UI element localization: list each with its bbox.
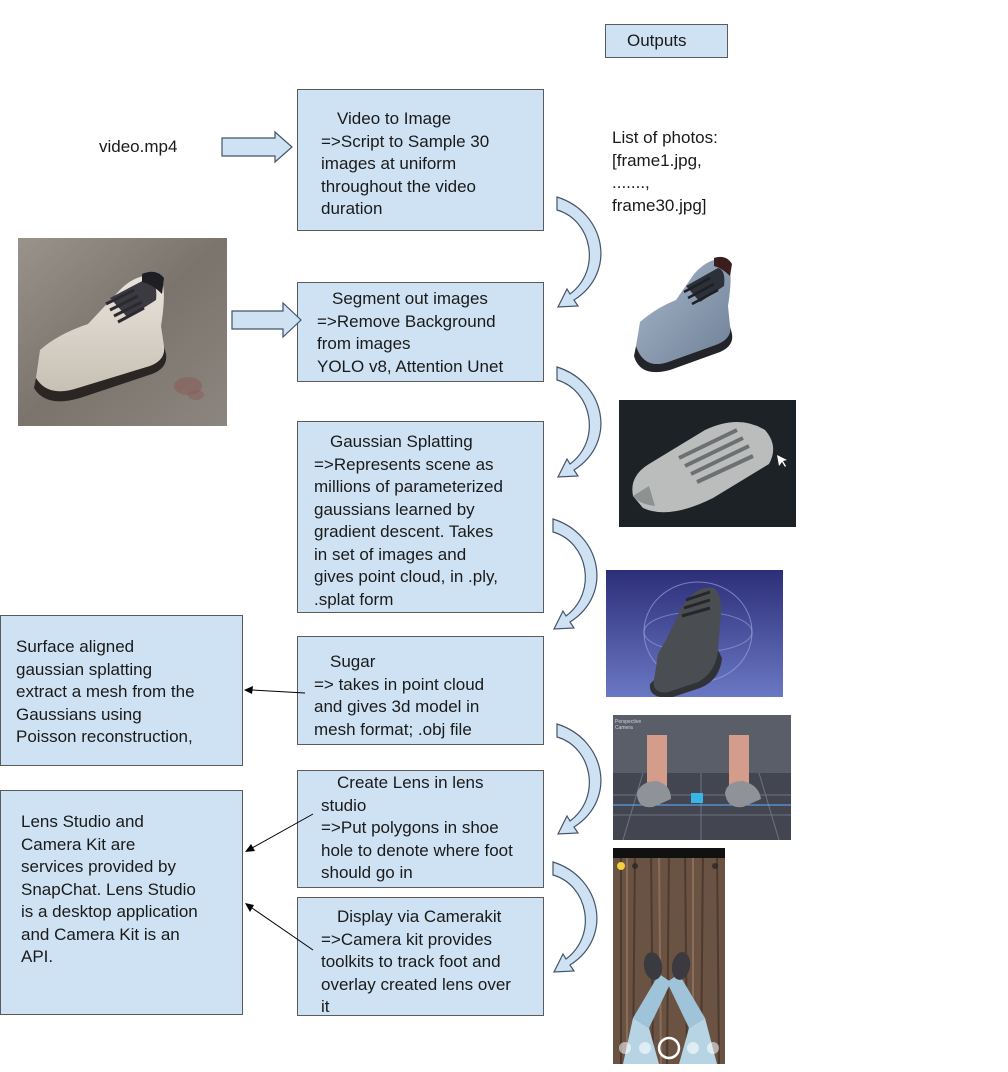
curved-arrow-down <box>556 196 602 308</box>
step-line: =>Remove Background <box>317 311 496 331</box>
lens-studio-ui-text: Camera <box>615 725 633 731</box>
outputs-header: Outputs <box>605 24 728 58</box>
step-line: and gives 3d model in <box>314 697 480 716</box>
step-line: YOLO v8, Attention Unet <box>317 356 504 376</box>
step-line: =>Script to Sample 30 <box>321 131 490 151</box>
step-title: Video to Image <box>337 109 452 128</box>
frames-output-line: frame30.jpg] <box>612 195 707 215</box>
curved-arrow-down <box>552 861 598 973</box>
note-line: Surface aligned <box>16 637 135 656</box>
note-surface-aligned: Surface aligned gaussian splatting extra… <box>0 615 243 766</box>
pointer-line <box>251 689 306 694</box>
step-video-to-image: Video to Image =>Script to Sample 30 ima… <box>297 89 544 231</box>
camerakit-logo-icon <box>617 862 625 870</box>
step-segment-images: Segment out images =>Remove Background f… <box>297 282 544 382</box>
input-video-label: video.mp4 <box>99 137 178 156</box>
frames-output-line: ......., <box>612 173 650 192</box>
point-cloud-viewer <box>606 570 783 697</box>
step-line: gradient descent. Takes <box>314 522 494 541</box>
search-icon <box>632 863 638 869</box>
step-gaussian-splatting: Gaussian Splatting =>Represents scene as… <box>297 421 544 613</box>
step-line: mesh format; .obj file <box>314 719 472 739</box>
curved-arrow-down <box>556 723 602 835</box>
frames-output-line: [frame1.jpg, <box>612 150 702 170</box>
pointer-line <box>251 813 314 849</box>
step-sugar: Sugar => takes in point cloud and gives … <box>297 636 544 745</box>
step-line: millions of parameterized <box>314 477 503 496</box>
step-line: gives point cloud, in .ply, <box>314 567 498 586</box>
step-line: throughout the video <box>321 176 477 196</box>
step-title: Segment out images <box>332 289 488 308</box>
capture-button-icon <box>657 1036 681 1060</box>
note-line: Camera Kit are <box>21 834 136 854</box>
note-line: and Camera Kit is an <box>21 924 180 944</box>
step-line: overlay created lens over <box>321 974 511 994</box>
note-line: SnapChat. Lens Studio <box>21 879 196 899</box>
block-arrow-right <box>221 130 293 164</box>
gaussian-splat-render <box>619 400 796 527</box>
camerakit-phone-view <box>613 848 725 1064</box>
step-display-camerakit: Display via Camerakit =>Camera kit provi… <box>297 897 544 1016</box>
curved-arrow-down <box>556 366 602 478</box>
note-line: Gaussians using <box>16 704 142 724</box>
step-line: => takes in point cloud <box>314 674 485 694</box>
step-line: from images <box>317 334 411 353</box>
note-line: extract a mesh from the <box>16 682 195 701</box>
step-title: Display via Camerakit <box>337 907 502 926</box>
step-line: =>Put polygons in shoe <box>321 818 499 837</box>
step-title: Gaussian Splatting <box>330 432 473 451</box>
note-line: gaussian splatting <box>16 659 153 679</box>
step-line: toolkits to track foot and <box>321 952 501 971</box>
lens-studio-view: Perspective Camera <box>613 715 791 840</box>
step-line: gaussians learned by <box>314 499 475 519</box>
step-line: =>Camera kit provides <box>321 929 493 949</box>
lens-studio-ui-text: Perspective <box>615 719 641 725</box>
outputs-label: Outputs <box>627 31 687 50</box>
note-line: services provided by <box>21 857 176 876</box>
input-shoe-photo <box>18 238 227 426</box>
step-title: Create Lens in lens <box>337 773 484 792</box>
step-line: should go in <box>321 863 413 882</box>
step-create-lens: Create Lens in lens studio =>Put polygon… <box>297 770 544 888</box>
step-line: in set of images and <box>314 544 467 564</box>
step-line: =>Represents scene as <box>314 454 494 474</box>
block-arrow-right <box>231 301 302 339</box>
flip-camera-icon <box>712 863 718 869</box>
note-line: API. <box>21 947 54 966</box>
step-title: Sugar <box>330 652 376 671</box>
note-line: is a desktop application <box>21 902 198 921</box>
note-line: Lens Studio and <box>21 812 144 831</box>
step-line: images at uniform <box>321 154 457 173</box>
frames-output-list: List of photos: [frame1.jpg, ......., fr… <box>612 127 718 217</box>
note-line: Poisson reconstruction, <box>16 727 193 746</box>
step-line: studio <box>321 795 367 815</box>
frames-output-line: List of photos: <box>612 128 718 147</box>
step-line: it <box>321 997 330 1016</box>
segmented-shoe-photo <box>634 256 733 373</box>
curved-arrow-down <box>552 518 598 630</box>
step-line: hole to denote where foot <box>321 840 513 860</box>
step-line: .splat form <box>314 589 394 609</box>
step-line: duration <box>321 199 383 218</box>
pointer-line <box>251 907 314 951</box>
note-snapchat-services: Lens Studio and Camera Kit are services … <box>0 790 243 1015</box>
